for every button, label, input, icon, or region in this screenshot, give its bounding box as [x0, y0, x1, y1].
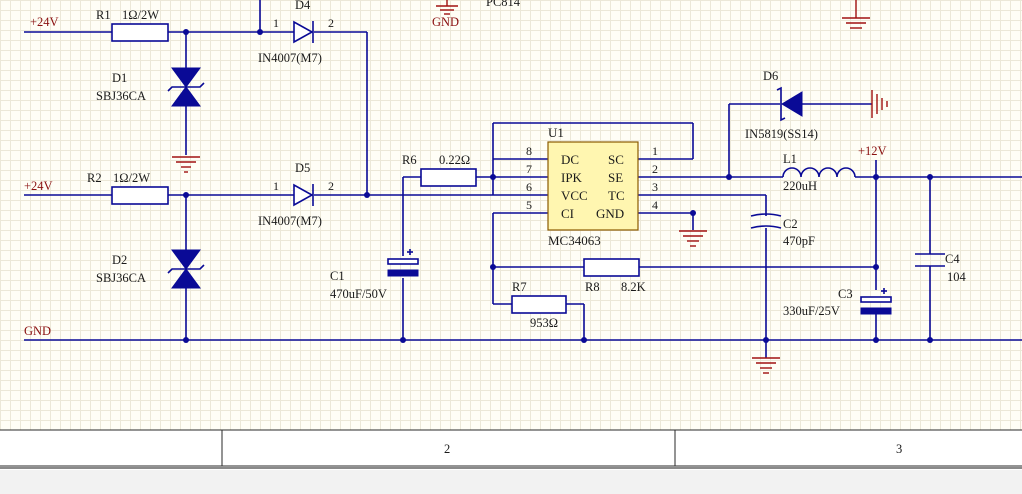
- u1-pin-num: 1: [652, 144, 658, 158]
- c1-ref: C1: [330, 269, 345, 283]
- ground-symbol-top-right: [842, 0, 870, 29]
- u1-pin-num: 7: [526, 162, 532, 176]
- electrolytic-capacitor-c3: [860, 288, 892, 315]
- u1-pin-name: IPK: [561, 170, 583, 185]
- net-label-vout: +12V: [858, 144, 887, 158]
- u1-pin-num: 3: [652, 180, 658, 194]
- electrolytic-capacitor-c1: [387, 249, 419, 277]
- capacitor-c2: [750, 213, 782, 229]
- u1-pin-num: 5: [526, 198, 532, 212]
- zone-label: 2: [444, 442, 450, 456]
- tvs-diode-d1: [167, 67, 205, 107]
- diode-d4: [293, 20, 314, 44]
- net-label-gnd: GND: [24, 324, 51, 338]
- resistor-r1: [111, 23, 169, 42]
- u1-pin-name: CI: [561, 206, 574, 221]
- d5-value: IN4007(M7): [258, 214, 322, 228]
- ground-symbol-d1: [172, 156, 200, 173]
- wires: [24, 0, 1022, 358]
- ground-symbol-u1: [679, 230, 707, 247]
- r8-ref: R8: [585, 280, 600, 294]
- d4-value: IN4007(M7): [258, 51, 322, 65]
- l1-ref: L1: [783, 152, 797, 166]
- r7-ref: R7: [512, 280, 527, 294]
- d2-ref: D2: [112, 253, 127, 267]
- r2-value: 1Ω/2W: [113, 171, 150, 185]
- r6-ref: R6: [402, 153, 417, 167]
- resistor-r7: [511, 295, 567, 314]
- d1-value: SBJ36CA: [96, 89, 146, 103]
- u1-part: MC34063: [548, 233, 601, 248]
- u1-pin-num: 4: [652, 198, 658, 212]
- d2-value: SBJ36CA: [96, 271, 146, 285]
- ground-symbol-top: [436, 0, 458, 15]
- schottky-diode-d6: [776, 86, 803, 122]
- junctions: [183, 29, 933, 343]
- u1-pin-name: GND: [596, 206, 624, 221]
- zone-label: 3: [896, 442, 902, 456]
- u1-pin-name: SC: [608, 152, 624, 167]
- r7-value: 953Ω: [530, 316, 558, 330]
- zone-strip: [0, 429, 1022, 494]
- r2-ref: R2: [87, 171, 102, 185]
- tvs-diode-d2: [167, 249, 205, 289]
- net-label-vin-bottom: +24V: [24, 179, 53, 193]
- top-cut-label: PC814: [486, 0, 521, 9]
- l1-value: 220uH: [783, 179, 817, 193]
- inductor-l1: [782, 167, 856, 178]
- resistor-r2: [111, 186, 169, 205]
- net-label-vin-top: +24V: [30, 15, 59, 29]
- r6-value: 0.22Ω: [439, 153, 470, 167]
- c1-value: 470uF/50V: [330, 287, 387, 301]
- u1-pin-name: SE: [608, 170, 623, 185]
- d1-ref: D1: [112, 71, 127, 85]
- d6-ref: D6: [763, 69, 778, 83]
- d6-value: IN5819(SS14): [745, 127, 818, 141]
- d4-pin1: 1: [273, 16, 279, 30]
- u1-pin-name: VCC: [561, 188, 588, 203]
- d4-pin2: 2: [328, 16, 334, 30]
- u1-pin-name: TC: [608, 188, 625, 203]
- c4-ref: C4: [945, 252, 960, 266]
- ic-u1: [547, 141, 639, 231]
- ground-symbol-c2: [752, 357, 780, 374]
- c3-ref: C3: [838, 287, 853, 301]
- u1-pin-num: 8: [526, 144, 532, 158]
- d5-pin2: 2: [328, 179, 334, 193]
- net-label-gnd-top: GND: [432, 15, 459, 29]
- r8-value: 8.2K: [621, 280, 646, 294]
- resistor-r8: [583, 258, 640, 277]
- u1-pin-name: DC: [561, 152, 579, 167]
- d5-pin1: 1: [273, 179, 279, 193]
- u1-pin-num: 2: [652, 162, 658, 176]
- u1-pin-num: 6: [526, 180, 532, 194]
- r1-ref: R1: [96, 8, 111, 22]
- c2-ref: C2: [783, 217, 798, 231]
- u1-ref: U1: [548, 125, 564, 140]
- c4-value: 104: [947, 270, 967, 284]
- r1-value: 1Ω/2W: [122, 8, 159, 22]
- c2-value: 470pF: [783, 234, 815, 248]
- ground-symbol-d6: [871, 90, 888, 118]
- d4-ref: D4: [295, 0, 311, 12]
- d5-ref: D5: [295, 161, 310, 175]
- capacitor-c4: [915, 253, 945, 267]
- c3-value: 330uF/25V: [783, 304, 840, 318]
- diode-d5: [293, 183, 314, 207]
- resistor-r6: [420, 168, 477, 187]
